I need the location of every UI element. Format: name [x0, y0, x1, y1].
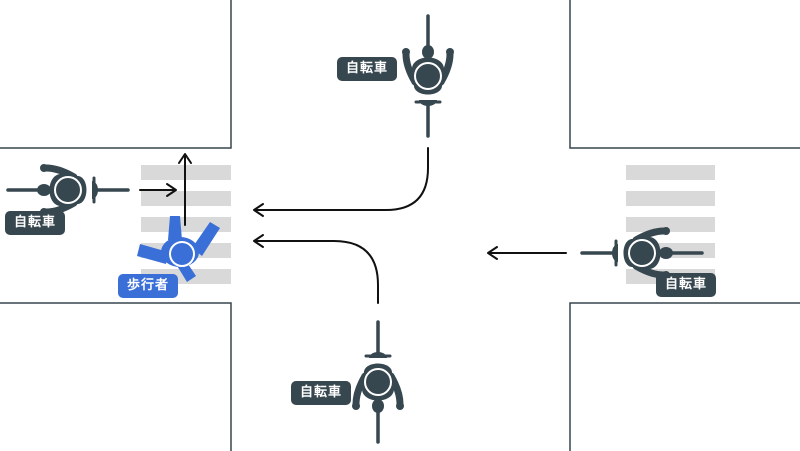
label-bicycle-south: 自転車 [291, 381, 352, 405]
road-edge-top-left [0, 0, 232, 149]
bicycle-south-icon [352, 322, 404, 442]
crosswalk-stripe [626, 191, 715, 206]
label-bicycle-north: 自転車 [337, 57, 398, 81]
arrow-west-bicycle-straight [139, 183, 177, 197]
arrow-pedestrian-crossing [178, 153, 192, 226]
movement-arrows [139, 147, 567, 304]
road-edge-top-right [569, 0, 800, 149]
arrow-south-bicycle-left-turn [253, 234, 379, 304]
road-edge-bottom-left [0, 302, 232, 451]
label-bicycle-west: 自転車 [5, 211, 66, 235]
label-bicycle-east: 自転車 [656, 273, 717, 297]
road-edge-bottom-right [569, 302, 800, 451]
bicycle-west-icon [8, 164, 128, 216]
arrow-north-bicycle-left-turn [253, 147, 429, 217]
crosswalk-stripe [626, 217, 715, 232]
label-pedestrian: 歩行者 [118, 274, 179, 298]
crosswalk-stripe [626, 165, 715, 180]
bicycle-north-icon [402, 16, 454, 136]
arrow-east-bicycle-straight [487, 246, 567, 260]
